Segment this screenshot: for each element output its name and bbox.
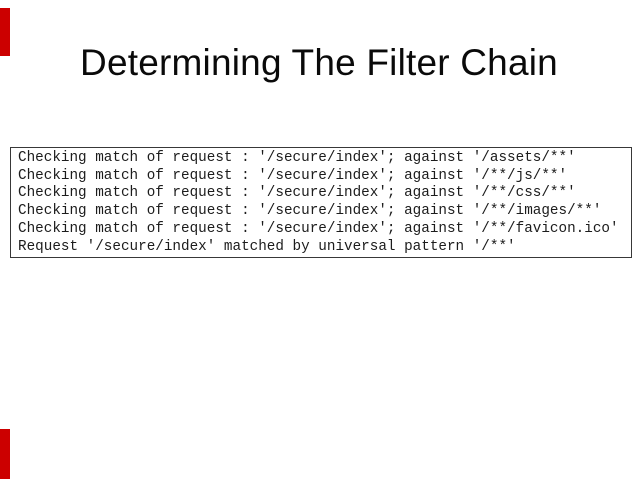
- log-line: Checking match of request : '/secure/ind…: [18, 150, 576, 166]
- slide-title: Determining The Filter Chain: [80, 42, 558, 83]
- log-line: Request '/secure/index' matched by unive…: [18, 238, 516, 255]
- slide-edge-marker-bottom: [0, 429, 10, 479]
- log-line: Checking match of request : '/secure/ind…: [18, 185, 576, 202]
- log-output-box: Checking match of request : '/secure/ind…: [10, 147, 632, 258]
- log-line: Checking match of request : '/secure/ind…: [18, 220, 619, 237]
- log-line: Checking match of request : '/secure/ind…: [18, 167, 568, 184]
- log-line: Checking match of request : '/secure/ind…: [18, 203, 602, 220]
- slide-edge-marker-top: [0, 8, 10, 56]
